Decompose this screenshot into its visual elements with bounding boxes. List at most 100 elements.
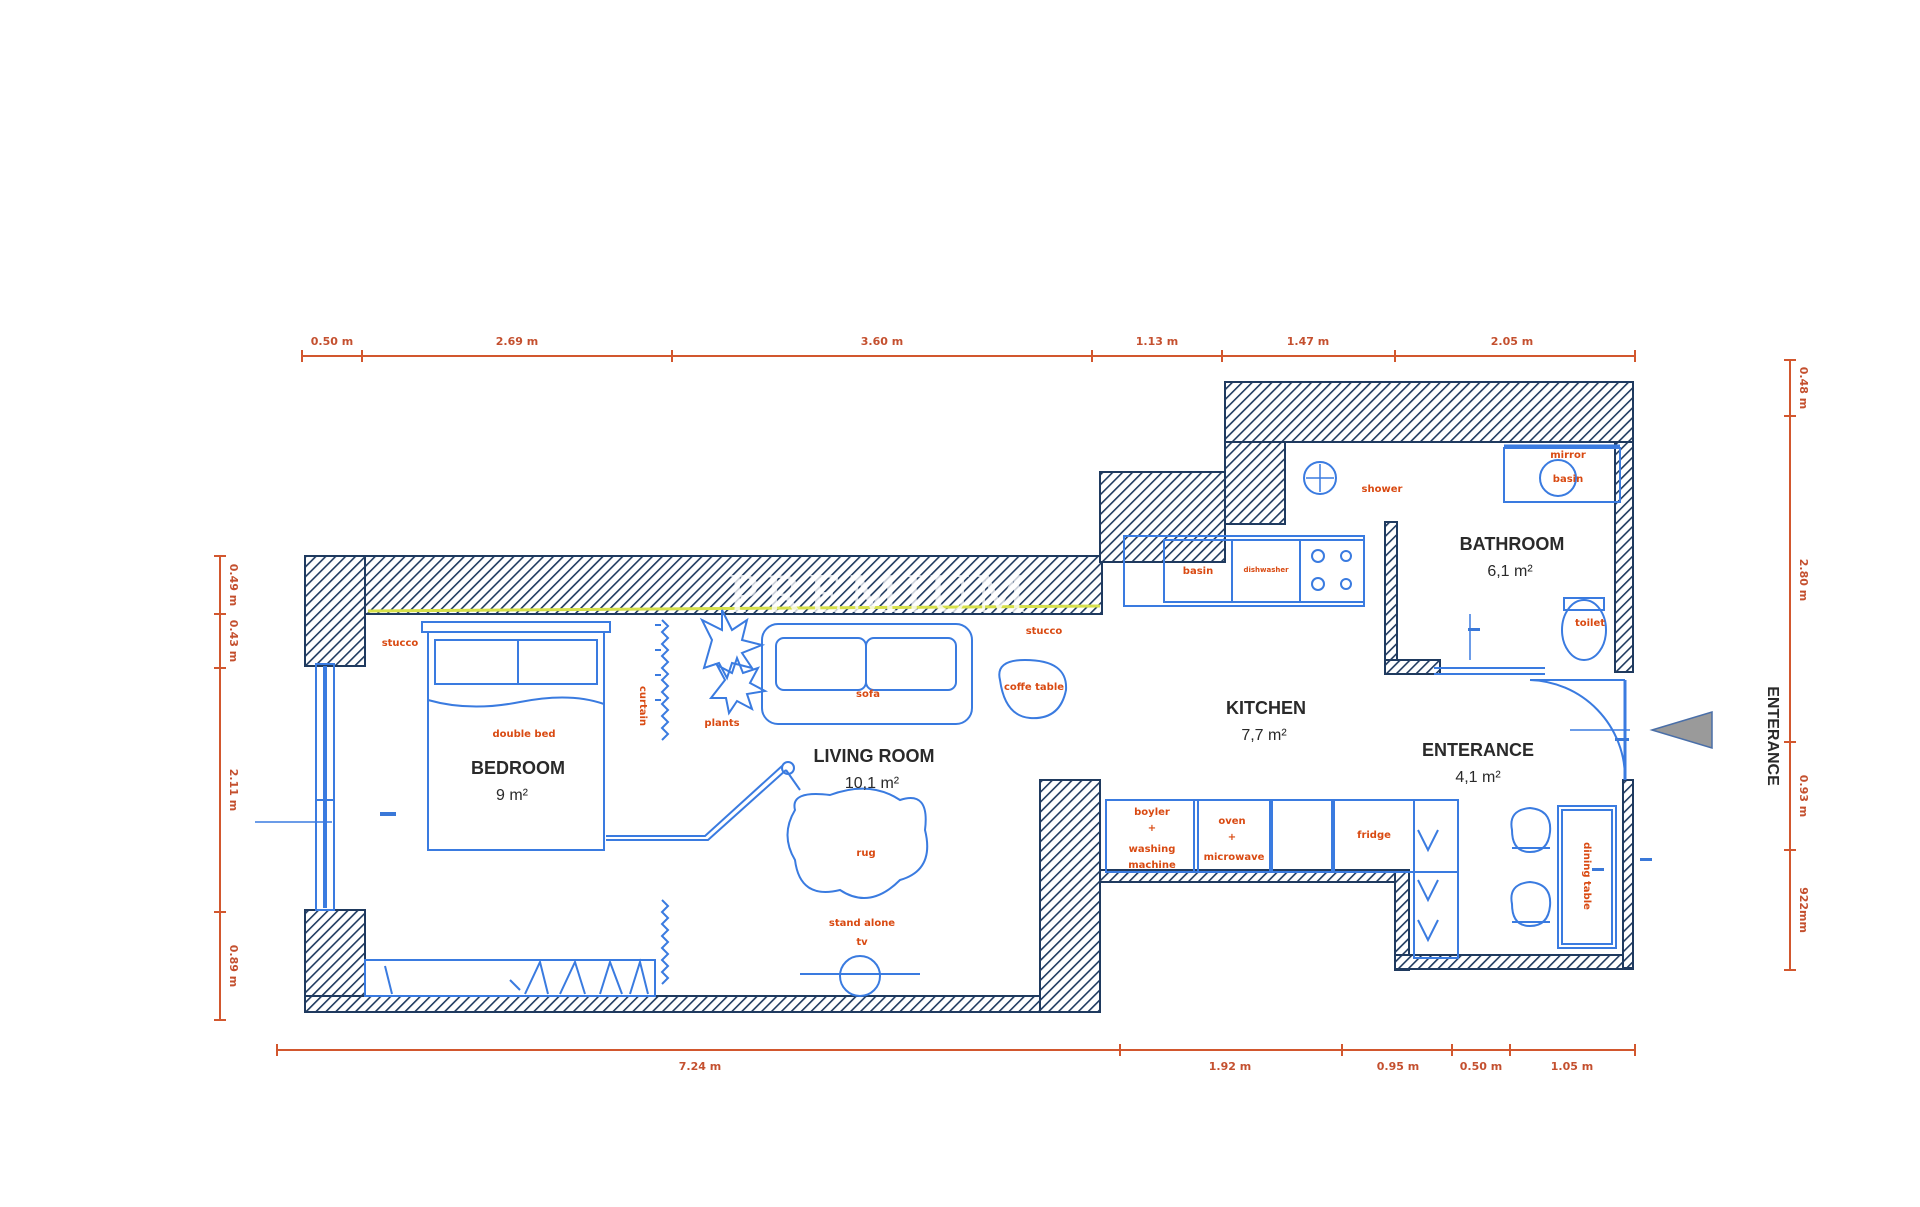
label-stucco-right: stucco [1026,626,1063,637]
label-dining-table: dining table [1581,842,1592,910]
room-name-entrance: ENTERANCE [1422,740,1534,760]
wall-kitchen-right-top [1384,521,1398,673]
room-area-living: 10,1 m² [845,775,900,792]
living-furniture [699,609,1068,997]
entrance-side-label: ENTERANCE [1764,686,1781,786]
dim-top-4: 1.13 m [1136,335,1178,348]
room-name-bedroom: BEDROOM [471,758,565,778]
bed-headboard [421,621,611,633]
room-area-entrance: 4,1 m² [1455,769,1501,786]
wall-left-top [304,555,366,667]
dim-top-1: 0.50 m [311,335,353,348]
bathroom-fixtures [1303,444,1621,675]
wall-bath-top [1224,381,1634,443]
chair-bottom [1510,880,1552,928]
dim-left-3: 2.11 m [227,769,240,811]
dim-top-3: 3.60 m [861,335,903,348]
dim-top-2: 2.69 m [496,335,538,348]
dim-right-3: 0.93 m [1797,775,1810,817]
label-bath-basin: basin [1553,474,1583,485]
sliding-door [606,765,783,837]
dim-left-4: 0.89 m [227,945,240,987]
wall-top-left [304,555,1103,615]
kitchen-units-top [1123,535,1365,607]
shower-icon [1303,461,1337,495]
bedroom-furniture [364,621,656,997]
hob [1299,539,1365,603]
label-oven-3: microwave [1204,852,1265,863]
label-mirror: mirror [1550,450,1586,461]
dim-top-5: 1.47 m [1287,335,1329,348]
wall-bath-bottom [1384,659,1441,675]
boyler-washing-machine [1105,799,1195,873]
label-kitchen-basin: basin [1183,566,1213,577]
curtains [655,619,670,985]
label-boyler-3: washing [1129,844,1176,855]
label-stucco-left: stucco [382,638,419,649]
sofa [761,623,973,725]
label-curtain: curtain [637,686,648,726]
dining-table [1557,805,1617,949]
label-dishwasher: dishwasher [1243,566,1289,574]
coffee-table [998,658,1068,720]
label-boyler-4: machine [1128,860,1176,871]
dim-right-4: 922mm [1797,887,1810,933]
plants-icon [699,609,769,716]
label-fridge: fridge [1357,830,1391,841]
wall-entrance-right [1622,779,1634,969]
entrance-door-swing [1529,679,1626,779]
watermark: PREMIUM [728,563,1031,625]
wardrobe-bedroom [364,959,656,997]
dim-right-2: 2.80 m [1797,559,1810,601]
dim-right-1: 0.48 m [1797,367,1810,409]
room-labels: BEDROOM 9 m² LIVING ROOM 10,1 m² KITCHEN… [471,534,1781,804]
wall-bath-left [1224,441,1286,525]
entrance-wardrobe [1413,799,1459,959]
dim-bottom-5: 1.05 m [1551,1060,1593,1073]
wall-bottom [304,995,1101,1013]
entrance-area [1510,679,1713,949]
rug [786,787,929,899]
room-name-living: LIVING ROOM [814,746,935,766]
stucco-line [367,604,1101,613]
dim-bottom-3: 0.95 m [1377,1060,1419,1073]
dimension-lines [214,350,1796,1056]
tech-marks [380,628,1652,871]
label-shower: shower [1362,484,1403,495]
label-plants: plants [704,718,739,729]
room-name-bathroom: BATHROOM [1460,534,1565,554]
walls [304,381,1634,1013]
dim-bottom-1: 7.24 m [679,1060,721,1073]
label-double-bed: double bed [492,729,555,740]
label-boyler-1: boyler [1134,807,1170,818]
label-oven-1: oven [1218,816,1245,827]
dim-bottom-4: 0.50 m [1460,1060,1502,1073]
curtain-top [660,619,670,741]
tv-icon [839,955,881,997]
label-toilet: toilet [1575,618,1605,629]
label-boyler-2: + [1148,823,1156,834]
window-left [255,663,335,911]
dim-left-2: 0.43 m [227,620,240,662]
room-name-kitchen: KITCHEN [1226,698,1306,718]
room-area-bedroom: 9 m² [496,787,529,804]
furniture-labels: stucco stucco double bed curtain plants … [382,450,1606,948]
bed-pillows [434,639,598,685]
dim-left-1: 0.49 m [227,564,240,606]
wall-bath-right [1614,441,1634,673]
label-oven-2: + [1228,832,1236,843]
label-rug: rug [856,848,875,859]
chair-top [1510,806,1552,854]
label-sofa: sofa [856,689,880,700]
label-tv-1: stand alone [829,918,895,929]
bath-basin [1503,447,1621,503]
wall-kitchen-top [1099,471,1226,563]
toilet [1561,599,1607,661]
double-bed [427,631,605,851]
oven-microwave [1197,799,1271,873]
lamp-icon [781,761,795,775]
label-tv-2: tv [856,937,868,948]
room-area-bathroom: 6,1 m² [1487,563,1533,580]
entrance-arrow-icon [1649,710,1713,750]
